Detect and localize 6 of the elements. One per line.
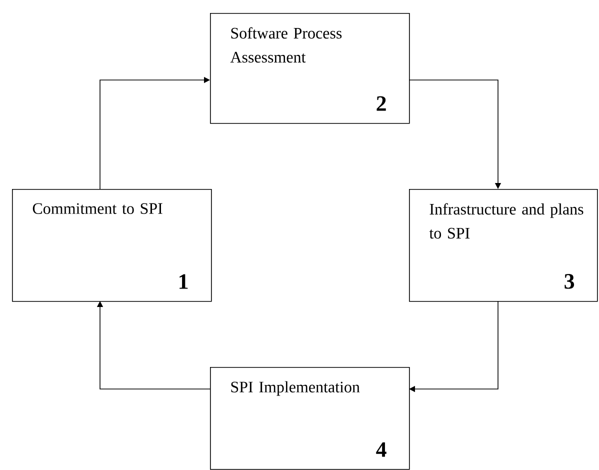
process-box: Software Process Assessment 2 bbox=[210, 13, 410, 124]
arrow bbox=[96, 301, 210, 390]
process-box: Infrastructure and plans to SPI 3 bbox=[409, 189, 598, 302]
arrow bbox=[100, 76, 210, 190]
process-box: SPI Implementation 4 bbox=[210, 367, 410, 470]
process-box: Commitment to SPI 1 bbox=[12, 189, 212, 302]
